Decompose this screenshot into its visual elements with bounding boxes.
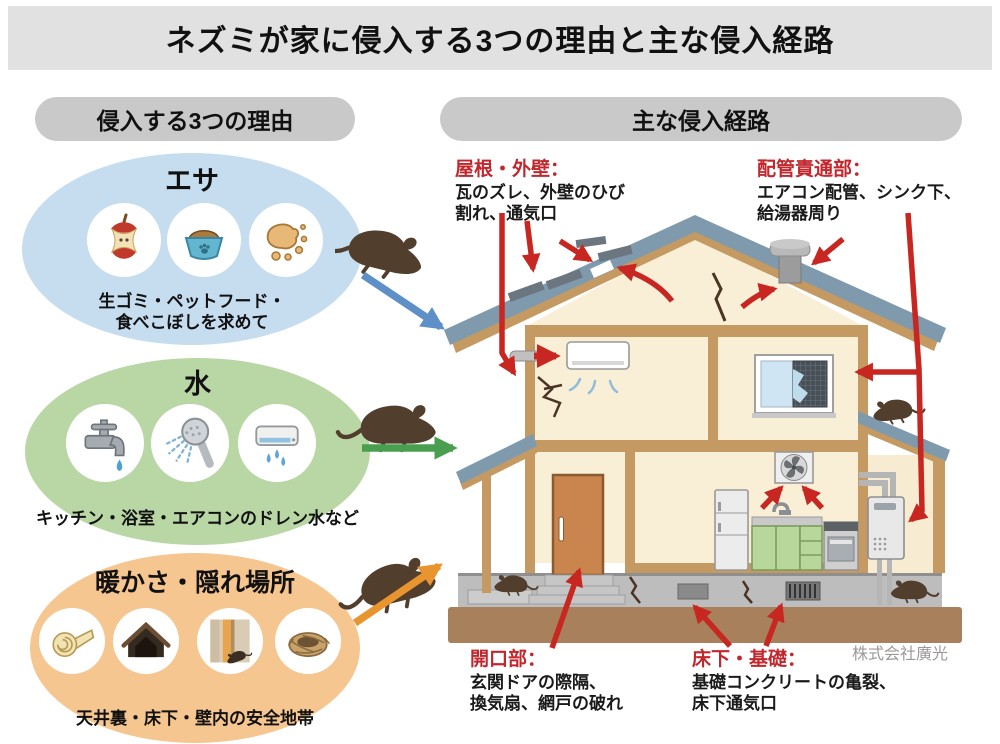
pet-food-bowl-icon (167, 203, 241, 277)
porch (456, 434, 537, 593)
label-openings: 開口部： 玄関ドアの際隔、 換気扇、網戸の破れ (470, 649, 623, 713)
arrow-warmth (352, 562, 443, 627)
air-conditioner (509, 341, 630, 395)
ground (448, 607, 962, 643)
roof-vent-chimney (769, 239, 811, 284)
arrow-food (360, 271, 445, 331)
reason-food: エサ (22, 153, 362, 345)
faucet-icon (66, 404, 144, 482)
mouse-warmth (335, 554, 440, 621)
page-title: ネズミが家に侵入する3つの理由と主な侵入経路 (165, 25, 835, 58)
roof (444, 215, 946, 353)
nest-icon (275, 608, 341, 674)
attic-icon (113, 608, 179, 674)
ac-drain-icon (238, 404, 316, 482)
annex (858, 411, 950, 605)
reason-food-caption: 生ゴミ・ペットフード・ 食べこぼしを求めて (98, 291, 286, 332)
wall-cavity-icon (197, 608, 263, 674)
left-header-label: 侵入する3つの理由 (96, 108, 294, 134)
refrigerator (714, 489, 749, 571)
label-openings-title: 開口部： (470, 649, 547, 670)
reason-water-title: 水 (184, 369, 211, 399)
entry-arrows (498, 212, 929, 649)
reason-water-caption: キッチン・浴室・エアコンのドレン水など (36, 508, 359, 528)
right-section-header: 主な侵入経路 (440, 97, 962, 141)
kitchen (714, 451, 859, 571)
reason-arrows (335, 195, 458, 627)
right-header-label: 主な侵入経路 (632, 108, 770, 134)
broken-window (752, 354, 836, 418)
crumbs-icon (249, 203, 323, 277)
label-underfloor-foundation-title: 床下・基礎： (692, 649, 807, 670)
mouse-food (335, 218, 428, 285)
reason-water: 水 (25, 358, 370, 545)
label-pipe-penetration: 配管責通部： エアコン配管、シンク下、 給湯器周り (757, 159, 961, 223)
reason-warmth-title: 暖かさ・隠れ場所 (94, 569, 295, 597)
shower-icon (151, 404, 229, 482)
insulation-roll-icon (39, 608, 105, 674)
foundation-vent (785, 581, 821, 601)
company-credit: 株式会社廣光 (852, 646, 949, 663)
vent-fan (774, 451, 814, 484)
water-heater (859, 472, 905, 605)
reason-food-title: エサ (165, 166, 219, 196)
label-roof-wall-title: 屋根・外壁： (455, 159, 570, 180)
reason-warmth-caption: 天井裏・床下・壁内の安全地帯 (76, 708, 314, 728)
reason-warmth: 暖かさ・隠れ場所 (30, 553, 360, 743)
label-underfloor-foundation: 床下・基礎： 基礎コンクリートの亀裂、 床下通気口 (692, 649, 896, 713)
house-illustration (444, 212, 962, 649)
label-roof-wall: 屋根・外壁： 瓦のズレ、外壁のひび 割れ、通気口 (455, 159, 625, 223)
label-pipe-penetration-title: 配管責通部： (757, 159, 872, 180)
apple-core-icon (87, 203, 161, 277)
mouse-water (338, 405, 436, 450)
left-section-header: 侵入する3つの理由 (35, 97, 355, 141)
stove-oven (823, 521, 859, 571)
title-bar: ネズミが家に侵入する3つの理由と主な侵入経路 (8, 6, 992, 70)
